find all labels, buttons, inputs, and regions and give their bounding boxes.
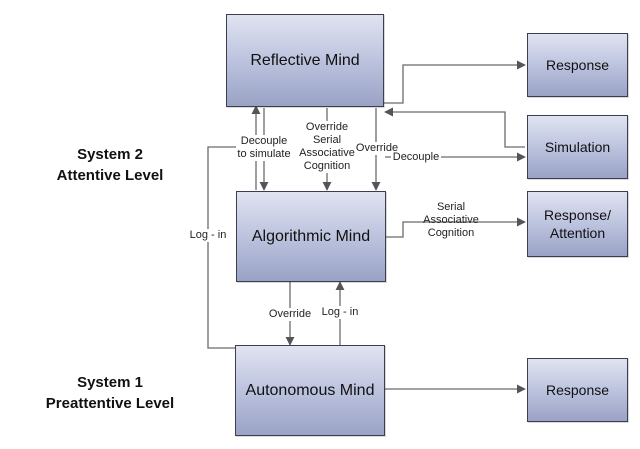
autonomous-mind-label: Autonomous Mind [245,381,375,399]
serial-associative-line2: Associative [423,214,479,226]
log-in-left-text: Log - in [189,229,227,241]
system1-title: System 1 [77,374,143,391]
log-in-bottom-label: Log - in [319,306,361,319]
algorithmic-mind-label: Algorithmic Mind [251,227,371,245]
system1-subtitle: Preattentive Level [45,395,175,412]
serial-associative-line3: Cognition [427,227,475,239]
system1-label: System 1 Preattentive Level [10,372,210,414]
override-serial-label: Override Serial Associative Cognition [299,121,355,173]
serial-associative-label: Serial Associative Cognition [420,201,482,240]
log-in-left-label: Log - in [186,229,230,242]
arrow-reflective-to-response [384,60,526,104]
reflective-mind-box: Reflective Mind [226,14,384,107]
response-bottom-label: Response [545,382,610,398]
response-bottom-box: Response [527,358,628,422]
decouple-label: Decouple [391,151,441,164]
system2-title: System 2 [77,146,143,163]
algorithmic-mind-box: Algorithmic Mind [236,191,386,282]
reflective-mind-label: Reflective Mind [250,51,360,69]
response-attention-box: Response/ Attention [527,191,628,257]
decouple-to-simulate-line1: Decouple [240,135,288,147]
override-bottom-label: Override [266,308,314,321]
simulation-box: Simulation [527,115,628,179]
decouple-to-simulate-line2: to simulate [237,148,291,160]
response-attention-label: Response/ Attention [544,207,611,241]
override-serial-line1: Override [305,121,349,133]
autonomous-mind-box: Autonomous Mind [235,345,385,436]
override-serial-line2: Serial [312,134,342,146]
serial-associative-line1: Serial [436,201,466,213]
log-in-bottom-text: Log - in [321,306,359,318]
response-top-box: Response [527,33,628,97]
response-top-label: Response [545,57,610,73]
override-right-text: Override [355,142,399,154]
arrow-simulation-to-reflective [384,107,525,148]
simulation-label: Simulation [544,139,611,155]
override-serial-line4: Cognition [303,160,351,172]
decouple-to-simulate-label: Decouple to simulate [236,135,292,161]
system2-label: System 2 Attentive Level [40,144,180,186]
system2-subtitle: Attentive Level [56,167,164,184]
decouple-text: Decouple [392,151,440,163]
override-right-label: Override [355,142,399,155]
override-serial-line3: Associative [299,147,355,159]
override-bottom-text: Override [268,308,312,320]
